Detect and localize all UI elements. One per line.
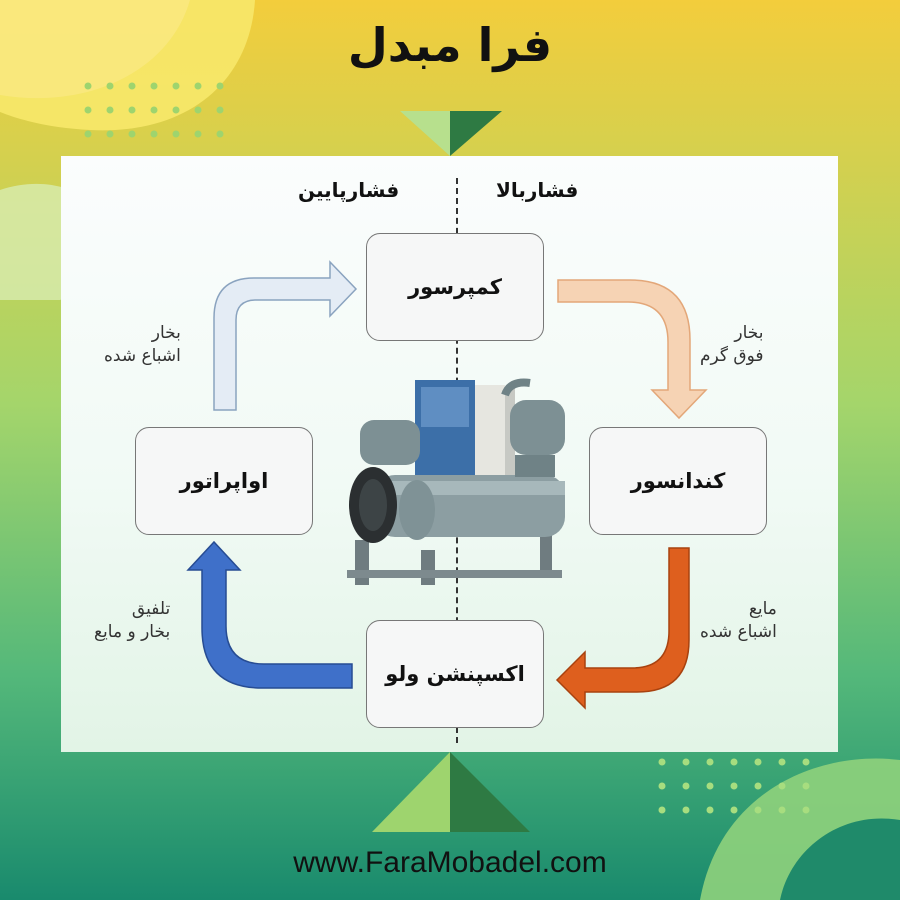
arrow-superheated-vapor [557, 279, 708, 420]
chiller-illustration [347, 378, 565, 585]
footer-website-url[interactable]: www.FaraMobadel.com [293, 846, 607, 879]
expansion-valve-box: اکسپنشن ولو [366, 620, 544, 728]
low-pressure-label: فشارپایین [298, 178, 400, 202]
evaporator-box: اواپراتور [135, 427, 313, 535]
arrow-saturated-vapor [213, 260, 358, 411]
high-pressure-label: فشاربالا [496, 178, 579, 202]
condenser-box: کندانسور [589, 427, 767, 535]
compressor-box: کمپرسور [366, 233, 544, 341]
arrow-saturated-liquid [555, 547, 690, 710]
brand-logo-text: فرا مبدل [347, 18, 553, 72]
arrow-liquid-vapor-mix [186, 540, 353, 689]
